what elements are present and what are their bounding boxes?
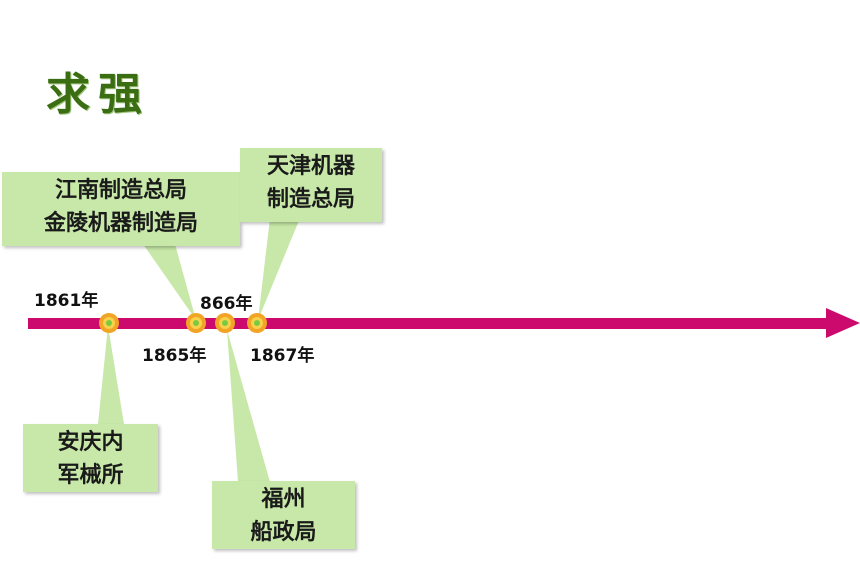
marker-1867	[247, 313, 267, 333]
timeline-arrowhead	[826, 308, 860, 338]
year-label-1867: 1867年	[250, 346, 315, 366]
callout-box-fuzhou: 福州 船政局	[212, 481, 355, 549]
callout-box-tianjin: 天津机器 制造总局	[240, 148, 382, 222]
marker-1866	[215, 313, 235, 333]
year-label-1861: 1861年	[34, 291, 99, 311]
callout-pointer-tianjin	[258, 218, 300, 320]
marker-1865	[186, 313, 206, 333]
callout-pointer-fuzhou	[227, 330, 270, 482]
year-label-1865: 1865年	[142, 346, 207, 366]
timeline-axis	[28, 318, 833, 329]
callout-pointer-anqing	[98, 326, 124, 424]
callout-box-jiangnan: 江南制造总局 金陵机器制造局	[2, 172, 240, 246]
marker-1861	[99, 313, 119, 333]
year-label-1866: 866年	[200, 294, 253, 314]
callout-box-anqing: 安庆内 军械所	[23, 424, 158, 492]
page-title: 求强	[46, 69, 150, 120]
callout-pointer-jiangnan	[143, 244, 196, 320]
